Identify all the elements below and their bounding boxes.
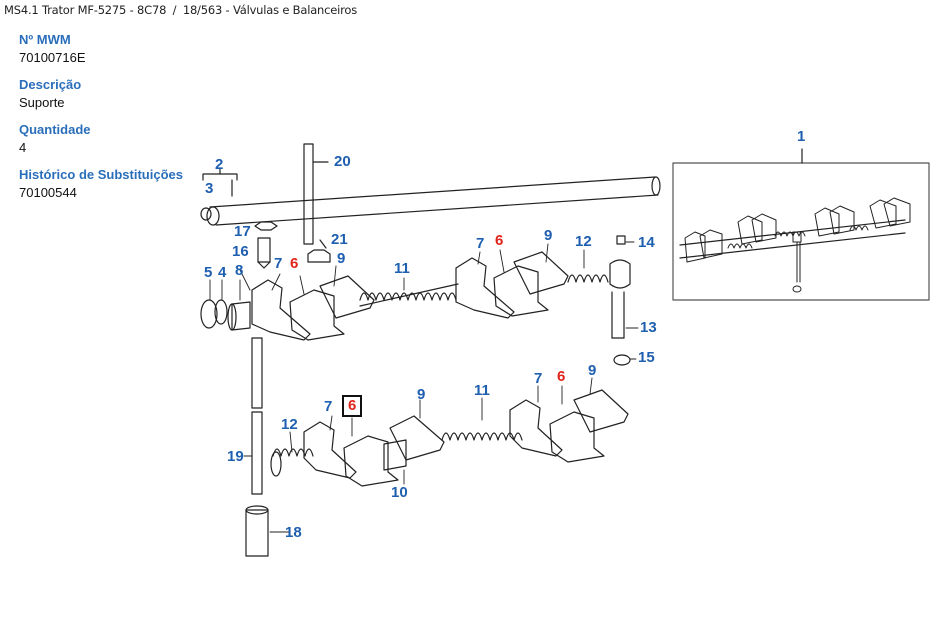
callout-7-upper-left[interactable]: 7 — [274, 255, 283, 272]
callout-19[interactable]: 19 — [227, 448, 244, 465]
callout-6-selected[interactable]: 6 — [342, 395, 363, 417]
callout-17[interactable]: 17 — [234, 223, 251, 240]
callout-21[interactable]: 21 — [331, 231, 348, 248]
callout-16[interactable]: 16 — [232, 243, 249, 260]
upper-rocker-assembly — [200, 235, 631, 366]
part-info-panel: Nº MWM 70100716E Descrição Suporte Quant… — [19, 31, 209, 211]
adjust-screw — [254, 221, 331, 269]
quantity-field: Quantidade 4 — [19, 121, 209, 157]
callout-7-lower-right[interactable]: 7 — [534, 370, 543, 387]
callout-18[interactable]: 18 — [285, 524, 302, 541]
description-value: Suporte — [19, 95, 65, 110]
callout-5[interactable]: 5 — [204, 264, 213, 281]
part-number-field: Nº MWM 70100716E — [19, 31, 209, 67]
stud-20 — [303, 143, 329, 245]
breadcrumb-separator: / — [172, 3, 177, 17]
callout-2[interactable]: 2 — [215, 156, 224, 173]
breadcrumb-section[interactable]: 18/563 - Válvulas e Balanceiros — [182, 3, 358, 17]
breadcrumb: MS4.1 Trator MF-5275 - 8C78 / 18/563 - V… — [4, 3, 357, 17]
assembly-inset — [672, 148, 930, 301]
replacement-history-value: 70100544 — [19, 185, 77, 200]
callout-9-upper-left[interactable]: 9 — [337, 250, 346, 267]
lower-rocker-assembly — [270, 389, 629, 487]
callout-15[interactable]: 15 — [638, 349, 655, 366]
breadcrumb-model[interactable]: MS4.1 Trator MF-5275 - 8C78 — [4, 3, 167, 17]
callout-11-lower[interactable]: 11 — [474, 382, 490, 399]
description-field: Descrição Suporte — [19, 76, 209, 112]
callout-4[interactable]: 4 — [218, 264, 227, 281]
callout-1[interactable]: 1 — [797, 128, 806, 145]
callout-11-upper[interactable]: 11 — [394, 260, 410, 277]
callout-12-lower[interactable]: 12 — [281, 416, 298, 433]
description-label: Descrição — [19, 77, 82, 92]
callout-12-upper[interactable]: 12 — [575, 233, 592, 250]
callout-7-upper-right[interactable]: 7 — [476, 235, 485, 252]
callout-9-lower-right[interactable]: 9 — [588, 362, 597, 379]
part-number-label: Nº MWM — [19, 32, 71, 47]
callout-20[interactable]: 20 — [334, 153, 351, 170]
callout-9-upper-right[interactable]: 9 — [544, 227, 553, 244]
callout-6-upper-right[interactable]: 6 — [495, 232, 504, 249]
callout-6-lower-right[interactable]: 6 — [557, 368, 566, 385]
part-number-value: 70100716E — [19, 50, 86, 65]
callout-6-upper-left[interactable]: 6 — [290, 255, 299, 272]
replacement-history-label: Histórico de Substituições — [19, 167, 183, 182]
rocker-shaft — [200, 167, 661, 226]
callout-3[interactable]: 3 — [205, 180, 214, 197]
callout-7-lower-left[interactable]: 7 — [324, 398, 333, 415]
callout-8[interactable]: 8 — [235, 262, 244, 279]
leader-lines — [209, 241, 639, 533]
callout-10[interactable]: 10 — [391, 484, 408, 501]
quantity-label: Quantidade — [19, 122, 91, 137]
callout-14[interactable]: 14 — [638, 234, 655, 251]
push-rod — [245, 337, 269, 557]
quantity-value: 4 — [19, 140, 27, 155]
replacement-history-field: Histórico de Substituições 70100544 — [19, 166, 209, 202]
callout-9-lower-left[interactable]: 9 — [417, 386, 426, 403]
callout-13[interactable]: 13 — [640, 319, 657, 336]
